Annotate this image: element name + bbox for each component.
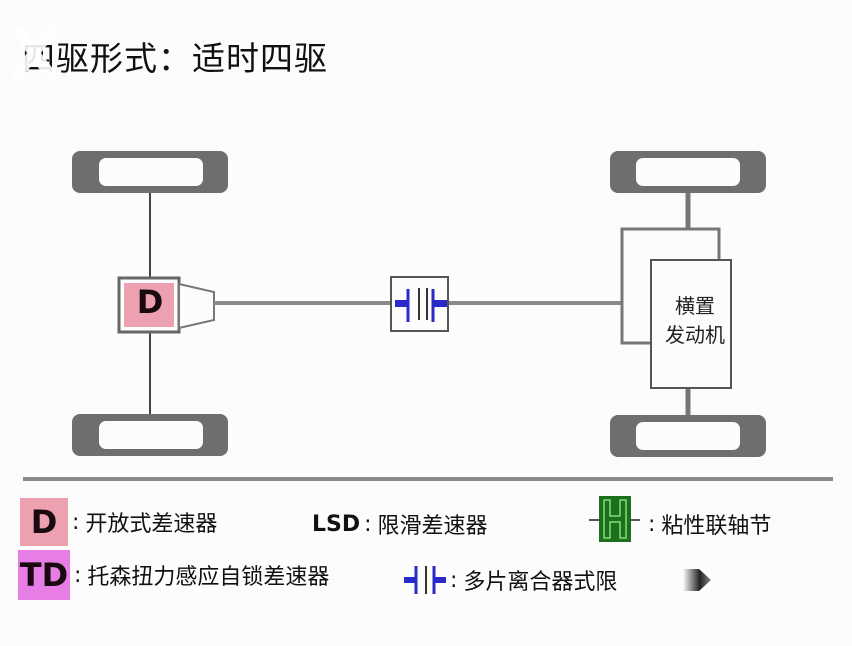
torsen-swatch: TD bbox=[18, 550, 70, 600]
engine-label: 横置 发动机 bbox=[665, 294, 725, 347]
legend-multi-plate-clutch-icon bbox=[404, 566, 446, 594]
legend-label: 托森扭力感应自锁差速器 bbox=[87, 565, 330, 590]
multi-plate-clutch-icon bbox=[390, 276, 449, 332]
legend-label: 粘性联轴节 bbox=[661, 514, 772, 539]
legend-item-open-diff: D : 开放式差速器 bbox=[20, 498, 217, 546]
page-title: 四驱形式：适时四驱 bbox=[22, 39, 328, 78]
continue-arrow-icon[interactable] bbox=[683, 565, 711, 595]
legend-label: 多片离合器式限 bbox=[463, 570, 618, 595]
transaxle-outline bbox=[620, 227, 721, 345]
legend-label: 开放式差速器 bbox=[85, 512, 218, 537]
legend-item-viscous: : 粘性联轴节 bbox=[644, 508, 771, 540]
legend-item-lsd: LSD : 限滑差速器 bbox=[312, 508, 488, 540]
divider bbox=[23, 477, 833, 481]
open-diff-swatch: D bbox=[20, 498, 68, 546]
open-differential-label: D bbox=[136, 283, 164, 321]
viscous-coupling-icon bbox=[589, 496, 640, 542]
lsd-symbol: LSD bbox=[312, 511, 361, 537]
legend-item-multi-plate: : 多片离合器式限 bbox=[446, 564, 617, 596]
watermark-x-icon bbox=[12, 26, 56, 80]
transverse-engine bbox=[650, 259, 732, 389]
diff-housing bbox=[178, 282, 215, 330]
legend-label: 限滑差速器 bbox=[377, 514, 488, 539]
legend-item-torsen: TD : 托森扭力感应自锁差速器 bbox=[18, 550, 329, 600]
